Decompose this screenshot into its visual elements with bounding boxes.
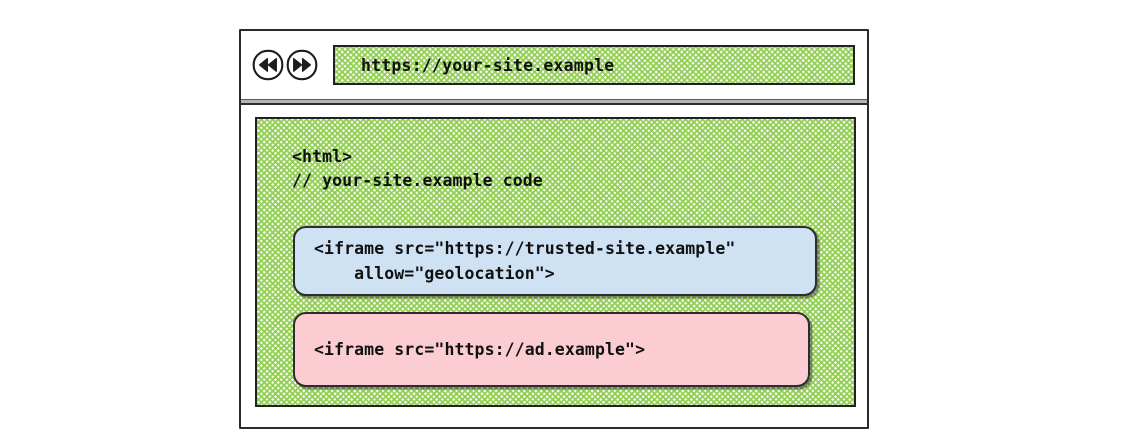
toolbar-separator: [241, 99, 867, 105]
trusted-site-iframe[interactable]: <iframe src="https://trusted-site.exampl…: [293, 226, 817, 296]
code-line-comment: // your-site.example code: [292, 171, 543, 190]
page-source-code: <html> // your-site.example code: [292, 145, 543, 193]
back-button[interactable]: [252, 49, 284, 81]
fast-forward-icon: [286, 49, 318, 81]
trusted-iframe-src-line: <iframe src="https://trusted-site.exampl…: [314, 239, 736, 258]
browser-window: https://your-site.example <html> // your…: [239, 29, 869, 429]
rewind-icon: [252, 49, 284, 81]
page-content-area: <html> // your-site.example code <iframe…: [255, 117, 856, 407]
forward-button[interactable]: [286, 49, 318, 81]
code-line-html-tag: <html>: [292, 147, 353, 166]
url-text: https://your-site.example: [361, 55, 615, 75]
url-bar[interactable]: https://your-site.example: [333, 45, 855, 85]
trusted-iframe-allow-line: allow="geolocation">: [314, 264, 555, 283]
ad-iframe[interactable]: <iframe src="https://ad.example">: [293, 312, 810, 387]
ad-iframe-src-line: <iframe src="https://ad.example">: [314, 340, 646, 359]
browser-toolbar: https://your-site.example: [241, 31, 867, 99]
